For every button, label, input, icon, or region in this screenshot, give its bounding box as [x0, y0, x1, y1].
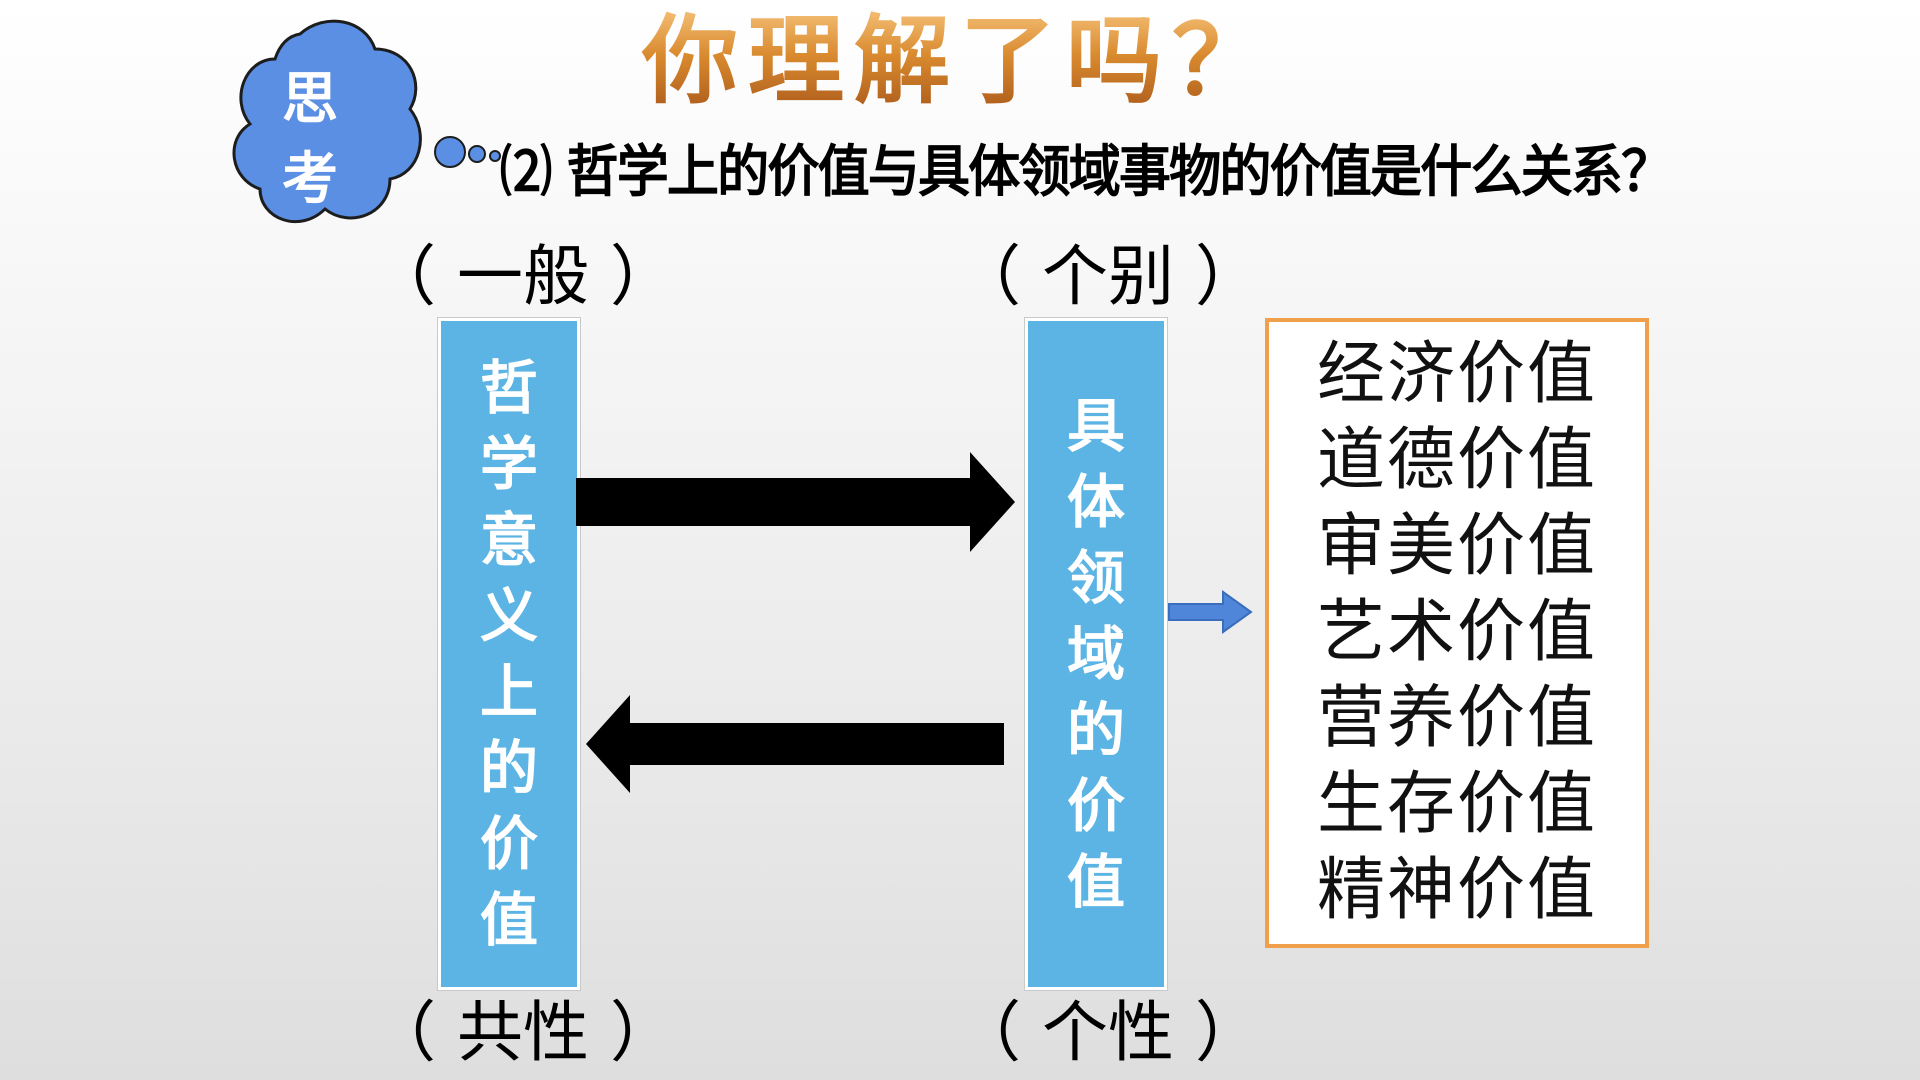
box-char: 体	[1066, 468, 1125, 536]
value-item: 经济价值	[1316, 335, 1597, 414]
box-char: 学	[479, 430, 538, 498]
small-arrow-right-icon	[1168, 590, 1253, 634]
arrow-right-icon	[576, 452, 1015, 552]
box-char: 值	[479, 886, 538, 954]
box-char: 具	[1066, 392, 1125, 460]
value-types-box: 经济价值 道德价值 审美价值 艺术价值 营养价值 生存价值 精神价值	[1265, 318, 1649, 948]
box-char: 价	[479, 810, 538, 878]
box-char: 域	[1066, 620, 1125, 688]
cloud-char: 考	[282, 147, 338, 212]
value-item: 艺术价值	[1316, 593, 1597, 672]
page-title: 你理解了吗？	[560, 6, 1360, 116]
arrow-left-icon	[586, 695, 1004, 793]
box-char: 领	[1066, 544, 1125, 612]
box-char: 义	[479, 582, 538, 650]
cloud-label: 思 考	[270, 60, 350, 220]
question-text: ⑵ 哲学上的价值与具体领域事物的价值是什么关系？	[500, 140, 1673, 205]
box-char: 的	[479, 734, 538, 802]
value-item: 道德价值	[1316, 421, 1597, 500]
box-char: 上	[479, 658, 538, 726]
label-particularity: （ 个性 ）	[955, 994, 1261, 1071]
value-item: 营养价值	[1316, 679, 1597, 758]
value-item: 精神价值	[1316, 851, 1597, 930]
box-char: 哲	[479, 354, 538, 422]
box-char: 价	[1066, 772, 1125, 840]
thinking-cloud-icon	[232, 19, 422, 224]
value-item: 审美价值	[1316, 507, 1597, 586]
cloud-char: 思	[282, 67, 338, 132]
value-item: 生存价值	[1316, 765, 1597, 844]
label-individual: （ 个别 ）	[955, 238, 1261, 315]
thought-bubbles-icon	[434, 136, 501, 168]
box-char: 值	[1066, 848, 1125, 916]
philosophical-value-box: 哲 学 意 义 上 的 价 值	[438, 318, 580, 990]
box-char: 的	[1066, 696, 1125, 764]
label-commonality: （ 共性 ）	[370, 994, 676, 1071]
box-char: 意	[479, 506, 538, 574]
relation-arrows	[576, 452, 1015, 793]
label-general: （ 一般 ）	[370, 238, 676, 315]
specific-domain-value-box: 具 体 领 域 的 价 值	[1025, 318, 1167, 990]
